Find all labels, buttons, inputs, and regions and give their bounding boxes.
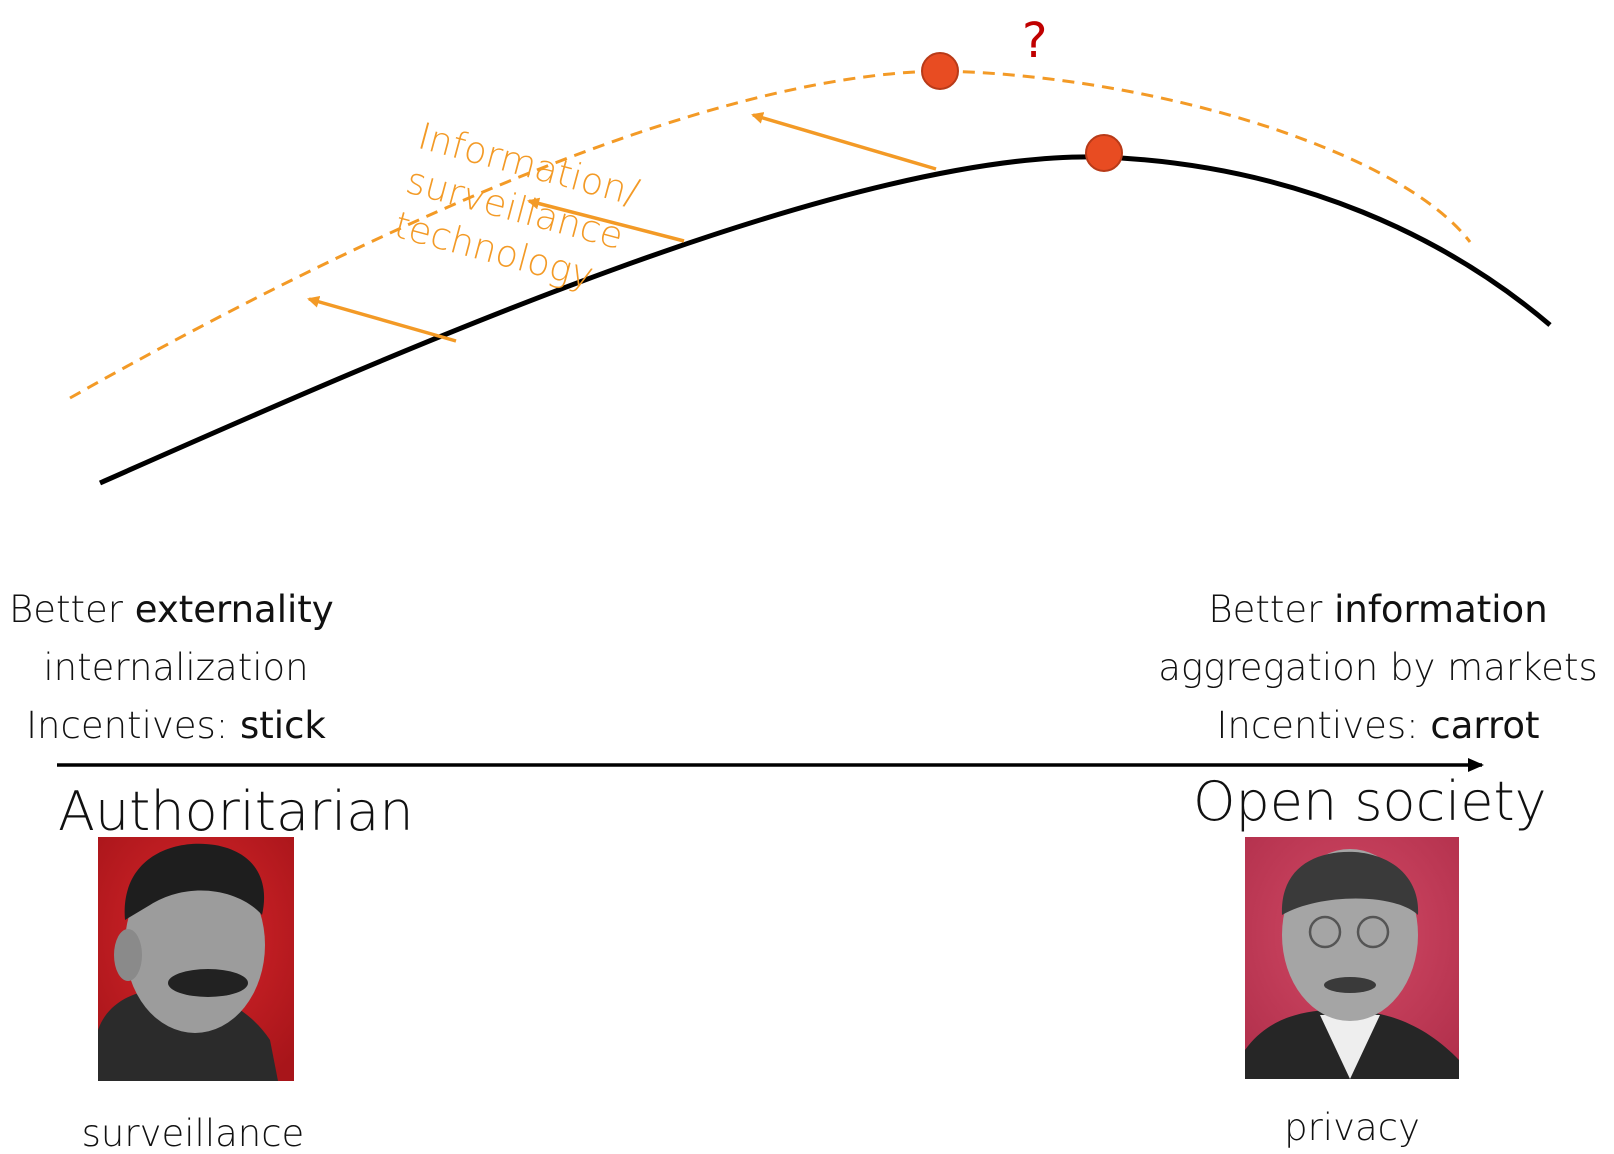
left-portrait	[98, 837, 294, 1081]
right-block-line3: Incentives: carrot	[1217, 704, 1540, 747]
right-caption: privacy	[1284, 1106, 1420, 1149]
right-line3-prefix: Incentives:	[1217, 704, 1431, 747]
left-line3-prefix: Incentives:	[26, 704, 240, 747]
left-caption: surveillance	[82, 1112, 305, 1154]
left-portrait-figure-icon	[98, 843, 278, 1081]
solid-tradeoff-curve	[98, 154, 1552, 486]
dashed-shifted-curve	[69, 69, 1472, 400]
right-portrait-figure-icon	[1245, 849, 1459, 1079]
shift-arrow	[527, 197, 685, 243]
shift-arrow	[751, 112, 937, 171]
axis-right-label: Open society	[1193, 770, 1547, 833]
left-block-line2: internalization	[43, 646, 308, 689]
question-mark: ?	[1022, 13, 1047, 69]
left-block-line3: Incentives: stick	[26, 704, 326, 747]
right-block-line2: aggregation by markets	[1158, 646, 1597, 689]
left-line1-prefix: Better	[9, 588, 135, 631]
right-line1-prefix: Better	[1208, 588, 1334, 631]
left-line3-emph: stick	[240, 704, 326, 747]
right-line3-emph: carrot	[1430, 704, 1539, 747]
tech-label: Information/ surveillance technology	[390, 114, 644, 297]
right-line1-emph: information	[1334, 588, 1548, 631]
left-line1-emph: externality	[135, 588, 334, 631]
shift-arrow	[307, 295, 457, 343]
peak-dot-dashed	[921, 52, 959, 90]
left-block-line1: Better externality	[9, 588, 334, 631]
right-block-line1: Better information	[1208, 588, 1547, 631]
right-portrait	[1245, 837, 1459, 1079]
peak-dot-solid	[1085, 134, 1123, 172]
axis-left-label: Authoritarian	[58, 780, 414, 843]
